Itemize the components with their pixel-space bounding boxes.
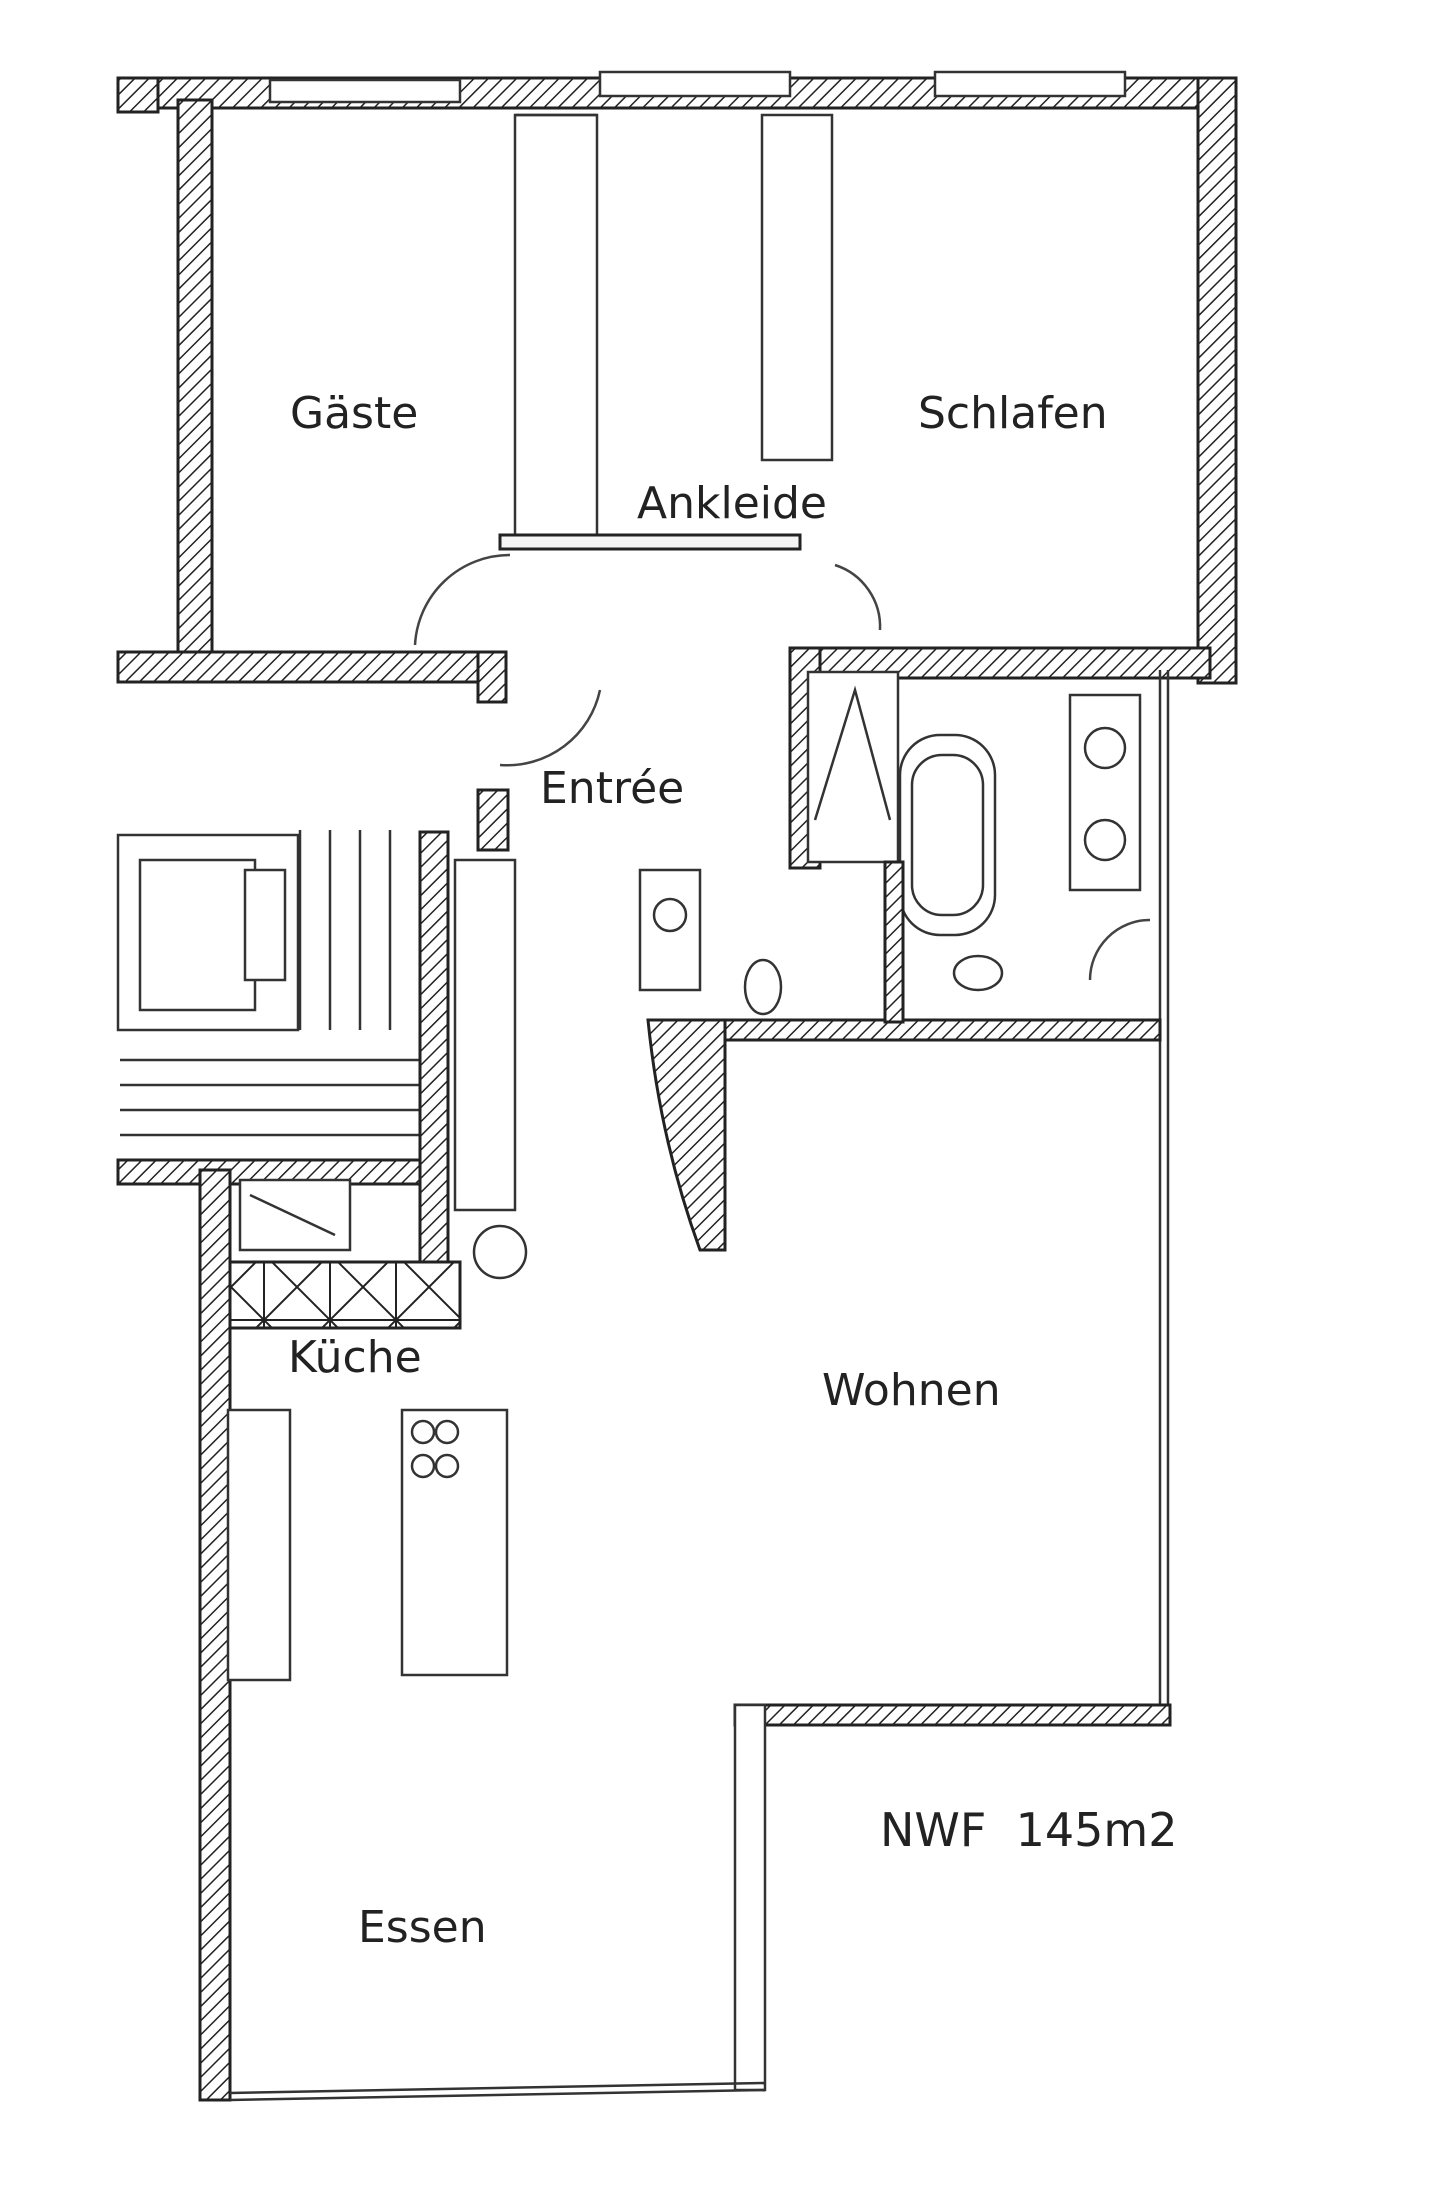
- room-label-ankleide: Ankleide: [637, 478, 827, 529]
- exterior-walls: [116, 70, 1238, 685]
- room-label-schlafen: Schlafen: [918, 388, 1108, 439]
- room-label-gaeste: Gäste: [290, 388, 418, 439]
- room-label-wohnen: Wohnen: [822, 1365, 1001, 1416]
- kitchen-furniture: [198, 1168, 509, 2102]
- room-label-entree: Entrée: [540, 763, 684, 814]
- area-label: NWF 145m2: [880, 1803, 1177, 1857]
- bathroom: [638, 670, 1162, 1252]
- interior-walls-upper: [116, 113, 1212, 1710]
- interior-walls-lower: [229, 553, 1172, 2102]
- room-label-kueche: Küche: [288, 1332, 422, 1383]
- stair-core: [116, 788, 528, 1280]
- room-labels: Gäste Schlafen Ankleide Entrée Küche Woh…: [288, 388, 1177, 1953]
- room-label-essen: Essen: [358, 1902, 487, 1953]
